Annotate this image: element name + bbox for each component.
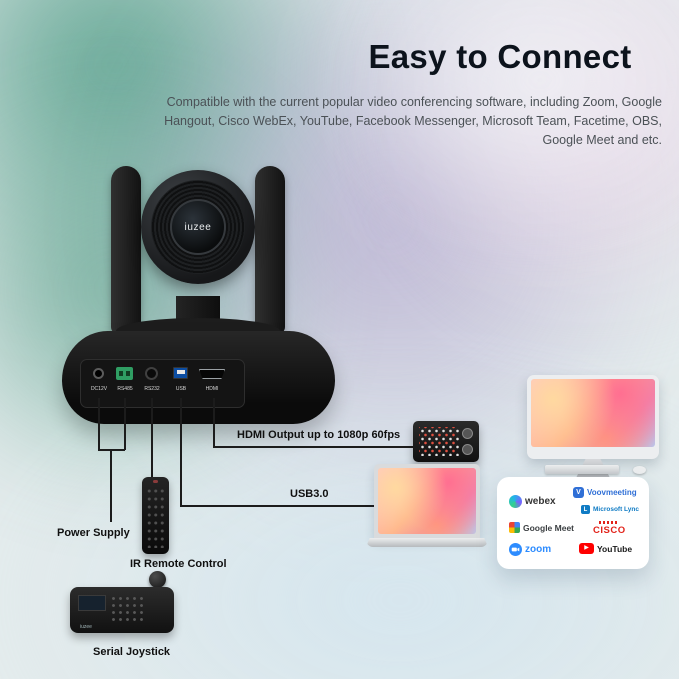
remote-buttons (146, 487, 165, 548)
video-switcher-knob (462, 428, 473, 439)
video-switcher-knob (462, 444, 473, 455)
connector-line-hdmi-down (213, 398, 215, 447)
joystick-knob (149, 571, 166, 588)
laptop (366, 464, 488, 547)
rs485-port (116, 367, 133, 380)
joystick-buttons (110, 595, 144, 623)
video-switcher (413, 421, 479, 462)
google-meet-logo: Google Meet (509, 522, 574, 533)
usb-port (173, 367, 188, 379)
port-label-usb: USB (175, 386, 187, 392)
connector-line-usb-down (180, 398, 182, 506)
connector-line-rs485 (124, 398, 126, 450)
hdmi-port (199, 369, 225, 379)
cisco-label: CISCO (593, 525, 626, 536)
connector-line-usb-right (180, 505, 377, 507)
joystick-screen (78, 595, 106, 611)
camera-arm-left (111, 166, 141, 334)
software-logos-card: webex V Voovmeeting L Microsoft Lync Goo… (497, 477, 649, 569)
remote-ir-led (153, 480, 158, 483)
port-label-rs485: RS485 (117, 386, 133, 392)
youtube-icon: ▶ (579, 543, 594, 554)
webex-icon (509, 495, 522, 508)
rs485-terminal (126, 371, 130, 376)
lync-logo: L Microsoft Lync (581, 505, 639, 514)
ir-remote-label: IR Remote Control (130, 558, 227, 570)
mouse (633, 466, 646, 474)
serial-joystick-label: Serial Joystick (93, 646, 171, 658)
port-label-rs232: RS232 (144, 386, 160, 392)
connector-line-dc (98, 398, 100, 450)
connector-line-power-join (98, 449, 125, 451)
dc-power-port (93, 368, 104, 379)
ir-remote-control (142, 477, 169, 554)
serial-joystick-controller: iuzee (70, 571, 174, 635)
voovmeeting-label: Voovmeeting (587, 488, 637, 497)
camera-arm-right (255, 166, 285, 334)
zoom-icon (509, 543, 522, 556)
youtube-logo: ▶ YouTube (579, 543, 632, 554)
usb-port-tab (177, 370, 185, 374)
google-meet-label: Google Meet (523, 522, 575, 533)
zoom-label: zoom (525, 544, 552, 555)
page-title: Easy to Connect (368, 38, 632, 75)
video-switcher-buttons (419, 427, 459, 456)
connector-line-rs232 (151, 398, 153, 478)
camera-brand-label: iuzee (184, 221, 212, 233)
connector-line-hdmi-right (213, 446, 414, 448)
camera-rear-panel (80, 359, 245, 408)
cisco-icon (599, 521, 620, 524)
connector-line-power-down (110, 449, 112, 522)
rs485-terminal (119, 371, 123, 376)
keyboard (545, 465, 619, 474)
zoom-logo: zoom (509, 543, 551, 556)
laptop-screen (378, 468, 476, 534)
joystick-brand-label: iuzee (80, 624, 92, 630)
voovmeeting-icon: V (573, 487, 584, 498)
google-meet-icon (509, 522, 520, 533)
camera-head: iuzee (141, 170, 255, 284)
port-label-hdmi: HDMI (205, 386, 219, 392)
rs232-port (145, 367, 158, 380)
lync-label: Microsoft Lync (593, 506, 639, 513)
page-description: Compatible with the current popular vide… (164, 95, 662, 147)
hdmi-output-label: HDMI Output up to 1080p 60fps (237, 429, 401, 441)
lync-icon: L (581, 505, 590, 514)
youtube-label: YouTube (597, 543, 633, 554)
port-label-dc12v: DC12V (90, 386, 108, 392)
cisco-logo: CISCO (593, 521, 626, 536)
camera-lens: iuzee (170, 199, 226, 255)
power-supply-label: Power Supply (57, 527, 130, 539)
laptop-bezel (374, 464, 480, 538)
usb3-label: USB3.0 (290, 488, 329, 500)
monitor-bezel (527, 375, 659, 459)
joystick-body: iuzee (70, 587, 174, 633)
webex-label: webex (525, 496, 556, 507)
webex-logo: webex (509, 495, 556, 508)
monitor-screen (531, 379, 655, 447)
laptop-base (366, 538, 488, 547)
voovmeeting-logo: V Voovmeeting (573, 487, 637, 498)
